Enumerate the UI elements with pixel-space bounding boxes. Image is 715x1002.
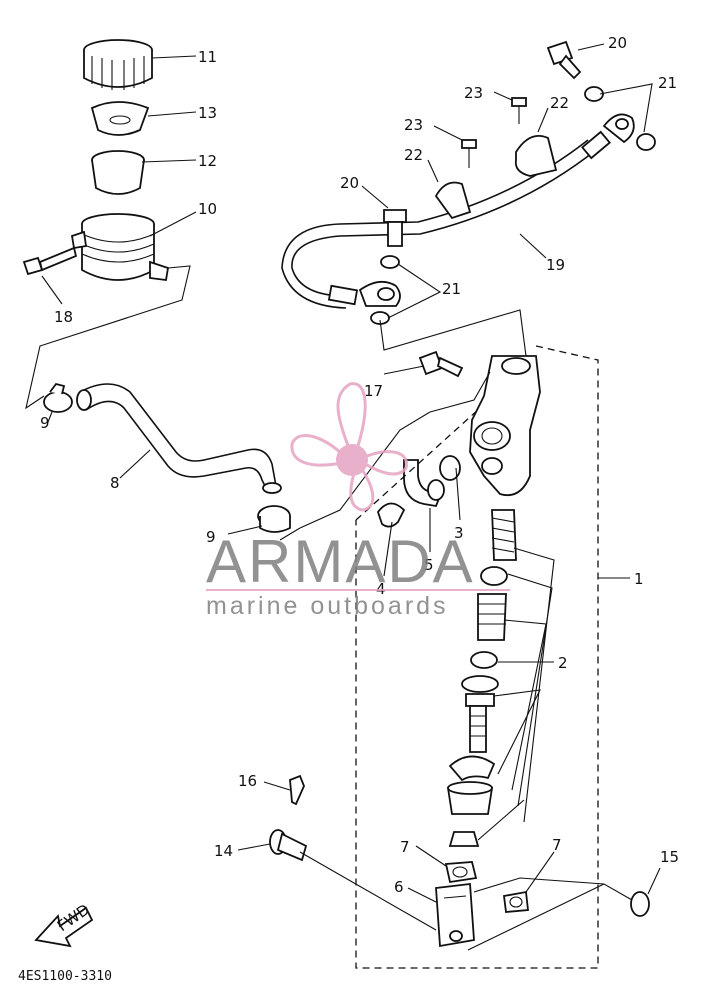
callout-21-top: 21 (658, 74, 677, 92)
cup (480, 566, 508, 586)
watermark: ARMADA marine outboards (206, 382, 510, 620)
callout-labels: 11 13 12 10 18 20 20 23 23 22 22 21 21 1… (40, 34, 679, 896)
callout-9-upper: 9 (40, 414, 50, 432)
circlip-stack (448, 755, 496, 782)
hose-joint-5 (403, 459, 445, 508)
callout-7-left: 7 (400, 838, 410, 856)
drawing-code: 4ES1100-3310 (18, 969, 112, 984)
union-bolts-20 (383, 40, 582, 247)
callout-1: 1 (634, 570, 644, 588)
cotter-pin-16 (289, 774, 305, 806)
piston (477, 593, 507, 641)
clamp-9-lower (257, 505, 291, 533)
callout-8: 8 (110, 474, 120, 492)
callout-10: 10 (198, 200, 217, 218)
watermark-brand: ARMADA (206, 528, 475, 595)
reservoir-cap (83, 39, 153, 90)
fwd-arrow-icon: FWD (34, 900, 94, 948)
callout-22-mid: 22 (404, 146, 423, 164)
callout-15: 15 (660, 848, 679, 866)
callout-9-lower: 9 (206, 528, 216, 546)
diaphragm (90, 101, 150, 136)
assembly-dashed-box (355, 345, 630, 969)
callout-12: 12 (198, 152, 217, 170)
callout-20-top: 20 (608, 34, 627, 52)
callout-21-mid: 21 (442, 280, 461, 298)
leader-lines (25, 43, 661, 951)
callout-16: 16 (238, 772, 257, 790)
callout-11: 11 (198, 48, 217, 66)
callout-14: 14 (214, 842, 233, 860)
screws-23 (461, 97, 527, 168)
reservoir-tank (70, 213, 170, 282)
gaskets-21 (370, 86, 656, 325)
o-ring-3 (439, 455, 461, 481)
plate (91, 150, 145, 195)
hose-guides-22 (434, 134, 558, 220)
callout-20-mid: 20 (340, 174, 359, 192)
propeller-logo-icon (290, 382, 408, 512)
bolt-17 (418, 350, 464, 378)
callout-23-top: 23 (464, 84, 483, 102)
callout-17: 17 (364, 382, 383, 400)
clamp-9-upper (43, 382, 73, 413)
nut-7-left (444, 861, 478, 884)
pin-14 (269, 829, 308, 862)
nut-7-right (503, 890, 529, 913)
push-rod-assembly (461, 675, 499, 753)
brake-hose-19 (281, 113, 635, 309)
callout-23-mid: 23 (404, 116, 423, 134)
callout-22-top: 22 (550, 94, 569, 112)
callout-3: 3 (454, 524, 464, 542)
callout-5: 5 (424, 556, 434, 574)
callout-19: 19 (546, 256, 565, 274)
callout-6: 6 (394, 878, 404, 896)
bolt-18 (22, 246, 78, 276)
nut-lower (448, 831, 480, 847)
watermark-tagline: marine outboards (206, 592, 449, 620)
clevis-6 (435, 882, 475, 948)
boot (446, 781, 494, 815)
callout-13: 13 (198, 104, 217, 122)
cup-2 (470, 651, 498, 669)
callout-2: 2 (558, 654, 568, 672)
circlip-4 (376, 502, 406, 528)
master-cylinder-body (469, 355, 541, 497)
washer-15 (630, 891, 650, 917)
callout-7-right: 7 (552, 836, 562, 854)
callout-18: 18 (54, 308, 73, 326)
spring (491, 509, 517, 561)
hose-8 (76, 383, 282, 494)
